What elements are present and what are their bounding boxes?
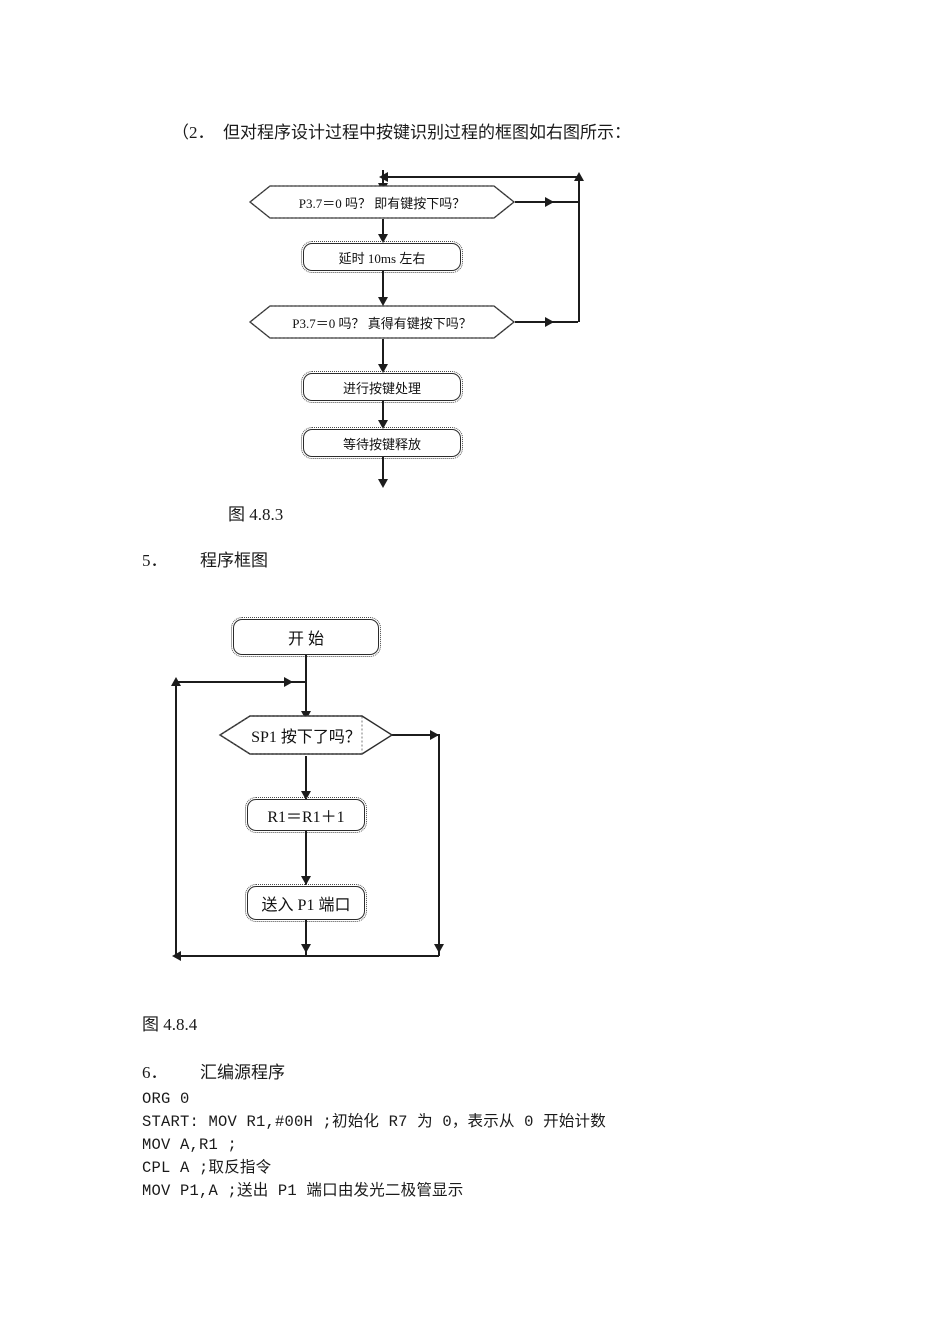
section-5-title: 程序框图	[200, 551, 268, 570]
arrowhead-d2-to-handle	[378, 364, 388, 373]
arrowhead-right-rail-down	[434, 944, 444, 953]
connector-exit	[382, 457, 384, 485]
connector-right-rail-2	[438, 734, 440, 956]
section-6-title: 汇编源程序	[200, 1063, 285, 1082]
connector-d1-to-delay	[382, 219, 384, 241]
decision-sp1-pressed: SP1 按下了吗？	[214, 713, 398, 757]
flowchart-main-program: 开 始 SP1 按下了吗？ R1＝R1＋1	[171, 617, 444, 961]
connector-left-return-horizontal	[175, 681, 307, 683]
connector-delay-to-d2	[382, 271, 384, 304]
arrowhead-left-rail-up	[171, 677, 181, 686]
arrowhead-decision-to-increment	[301, 791, 311, 800]
connector-start-to-decision	[305, 655, 307, 718]
decision-p37-real-key: P3.7＝0 吗？ 真得有键按下吗？	[236, 304, 528, 340]
code-line-1: ORG 0	[142, 1090, 190, 1108]
process-output-p1: 送入 P1 端口	[245, 884, 367, 922]
decision-2-label: P3.7＝0 吗？ 真得有键按下吗？	[292, 315, 472, 331]
code-line-2: START: MOV R1,#00H ;初始化 R7 为 0，表示从 0 开始计…	[142, 1113, 606, 1131]
arrowhead-left-return-right	[284, 677, 293, 687]
section-5-number: 5．	[142, 551, 168, 570]
connector-decision-false	[392, 734, 440, 736]
decision-hexagon-shape	[248, 185, 516, 219]
terminator-start: 开 始	[231, 617, 381, 657]
arrowhead-output-down	[301, 944, 311, 953]
code-line-5: MOV P1,A ;送出 P1 端口由发光二极管显示	[142, 1182, 464, 1200]
flowchart-key-recognition: P3.7＝0 吗？ 即有键按下吗？ 延时 10ms 左右 P3.7＝0 吗？ 真…	[0, 0, 950, 520]
code-line-3: MOV A,R1 ;	[142, 1136, 238, 1154]
arrowhead-right-rail-up	[574, 172, 584, 181]
intro-paragraph: （2． 但对程序设计过程中按键识别过程的框图如右图所示：	[172, 123, 631, 142]
decision-1-label: P3.7＝0 吗？ 即有键按下吗？	[298, 195, 466, 211]
code-line-4: CPL A ;取反指令	[142, 1159, 272, 1177]
arrowhead-exit-down	[378, 479, 388, 488]
arrowhead-d1-to-delay	[378, 234, 388, 243]
process-increment-r1: R1＝R1＋1	[245, 797, 367, 833]
connector-increment-to-output	[305, 831, 307, 885]
arrowhead-handle-to-wait	[378, 420, 388, 429]
arrowhead-increment-to-output	[301, 876, 311, 885]
figure-2-caption: 图 4.8.4	[142, 1015, 198, 1034]
process-delay-10ms: 延时 10ms 左右	[301, 241, 463, 273]
connector-handle-to-wait	[382, 401, 384, 427]
connector-output-to-bottom	[305, 920, 307, 956]
arrowhead-bottom-rail-left	[172, 951, 181, 961]
connector-top-return	[383, 176, 579, 178]
section-6-number: 6．	[142, 1063, 168, 1082]
decision-p37-key-pressed: P3.7＝0 吗？ 即有键按下吗？	[236, 184, 528, 220]
connector-decision-to-increment	[305, 756, 307, 800]
decision-hexagon-shape-2	[248, 305, 516, 339]
arrowhead-decision-false-right	[430, 730, 439, 740]
arrowhead-delay-to-d2	[378, 297, 388, 306]
decision-hexagon-shape-3	[218, 715, 394, 755]
figure-1-caption: 图 4.8.3	[228, 505, 284, 524]
connector-left-rail	[175, 681, 177, 956]
decision-sp1-label: SP1 按下了吗？	[251, 729, 361, 746]
connector-right-rail	[578, 176, 580, 322]
connector-d2-to-handle	[382, 339, 384, 371]
arrowhead-d1-false-right	[545, 197, 554, 207]
arrowhead-d2-false-right	[545, 317, 554, 327]
connector-bottom-rail	[176, 955, 439, 957]
arrowhead-top-return-left	[379, 172, 388, 182]
